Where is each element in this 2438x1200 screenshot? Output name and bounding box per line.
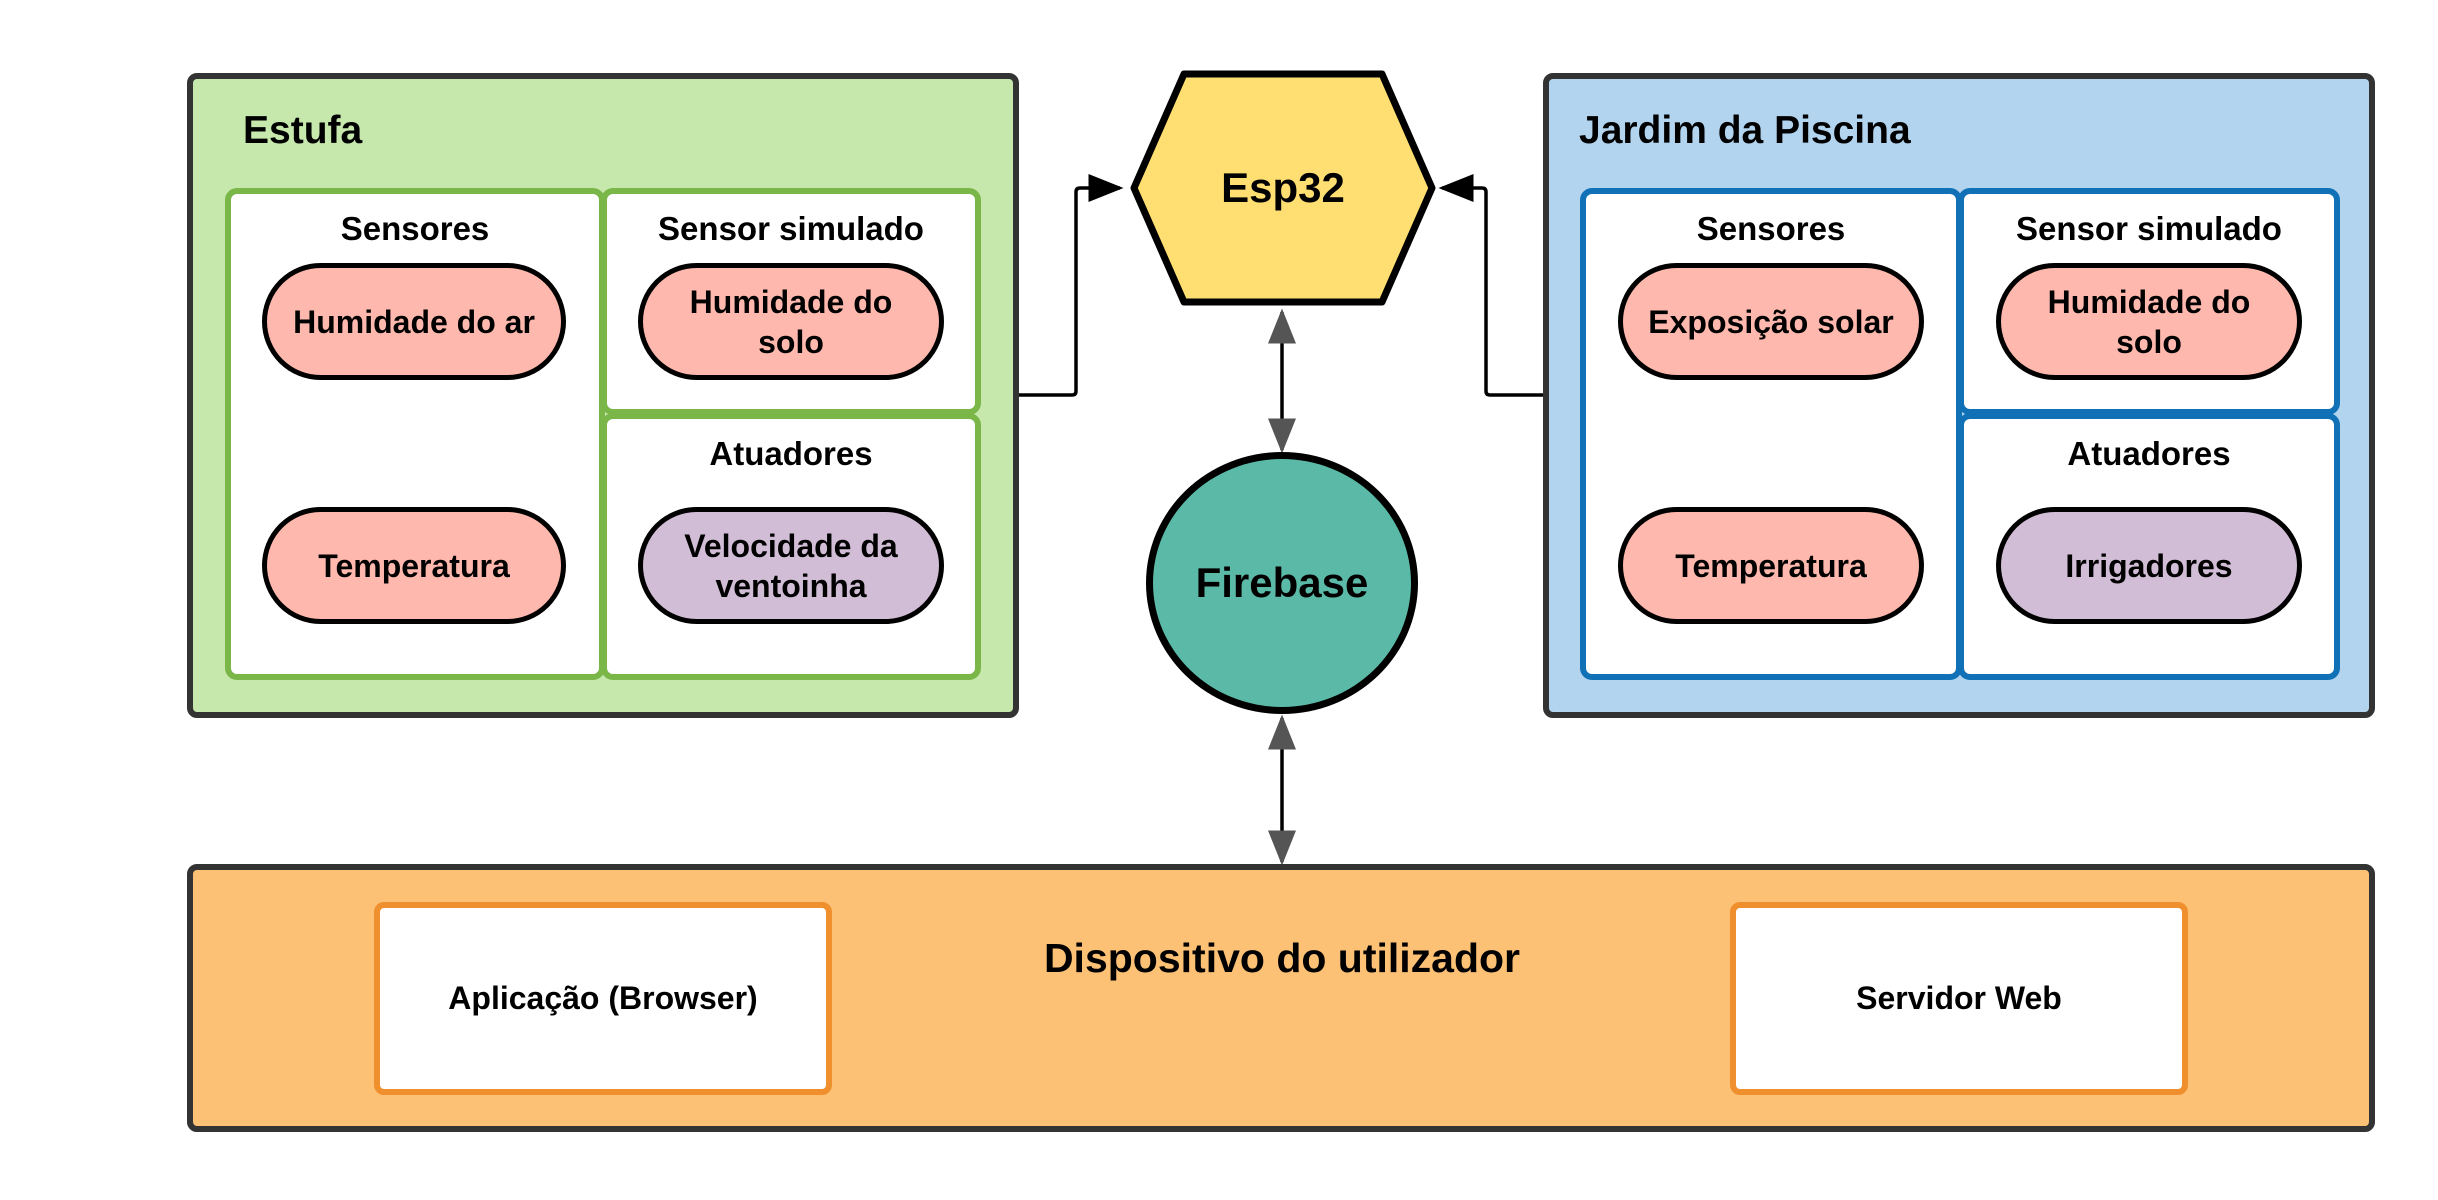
esp32-label: Esp32 (1221, 164, 1345, 211)
estufa-title: Estufa (243, 109, 363, 152)
user-device-title: Dispositivo do utilizador (1043, 934, 1521, 981)
connector-jardim-esp32 (1438, 174, 1545, 397)
estufa-actuator-ventoinha: Velocidade da ventoinha (638, 507, 944, 624)
estufa-actuators-label: Atuadores (709, 435, 873, 472)
estufa-sensor-temperatura: Temperatura (262, 507, 566, 624)
jardim-title: Jardim da Piscina (1579, 109, 1911, 152)
esp32-hexagon (1130, 70, 1436, 306)
jardim-sensor-exposicao-solar: Exposição solar (1618, 263, 1924, 380)
firebase-node: Firebase (1146, 452, 1418, 714)
jardim-sensors-label: Sensores (1696, 210, 1846, 247)
app-browser-box: Aplicação (Browser) (374, 902, 832, 1095)
jardim-actuators-label: Atuadores (2067, 435, 2231, 472)
estufa-sensor-humidade-ar: Humidade do ar (262, 263, 566, 380)
estufa-simulated-label: Sensor simulado (658, 210, 924, 247)
estufa-simulated-humidade-solo: Humidade do solo (638, 263, 944, 380)
jardim-sensor-temperatura: Temperatura (1618, 507, 1924, 624)
jardim-simulated-label: Sensor simulado (2016, 210, 2282, 247)
jardim-simulated-humidade-solo: Humidade do solo (1996, 263, 2302, 380)
connector-estufa-esp32 (1018, 174, 1124, 397)
estufa-sensors-label: Sensores (340, 210, 490, 247)
jardim-actuator-irrigadores: Irrigadores (1996, 507, 2302, 624)
web-server-box: Servidor Web (1730, 902, 2188, 1095)
